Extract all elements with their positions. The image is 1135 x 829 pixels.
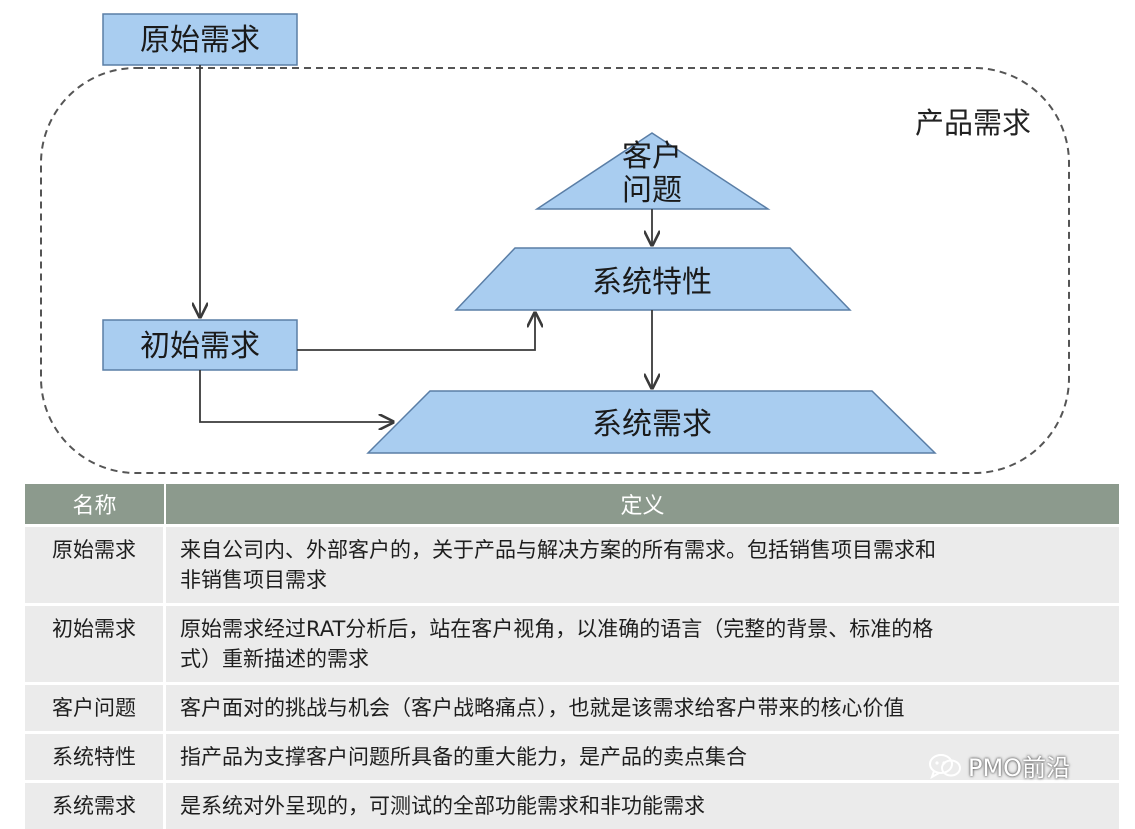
table-row: 原始需求 来自公司内、外部客户的，关于产品与解决方案的所有需求。包括销售项目需求… bbox=[25, 524, 1119, 603]
system-requirements-trapezoid bbox=[366, 390, 937, 454]
watermark-text: PMO前沿 bbox=[968, 754, 1071, 782]
system-requirements-label: 系统需求 bbox=[592, 407, 712, 442]
row-definition: 指产品为支撑客户问题所具备的重大能力，是产品的卖点集合 bbox=[166, 731, 1119, 780]
raw-requirement-node bbox=[102, 13, 298, 66]
customer-problem-label-line2: 问题 bbox=[622, 173, 682, 208]
product-requirements-label: 产品需求 bbox=[915, 106, 1031, 140]
row-name: 初始需求 bbox=[25, 603, 166, 682]
requirements-diagram: 产品需求 原始需求 初始需求 客户 问题 系统特性 系统需求 bbox=[40, 13, 1070, 474]
row-definition: 客户面对的挑战与机会（客户战略痛点），也就是该需求给客户带来的核心价值 bbox=[166, 682, 1119, 731]
system-features-trapezoid bbox=[454, 247, 852, 311]
row-name: 客户问题 bbox=[25, 682, 166, 731]
definition-line: 非销售项目需求 bbox=[180, 568, 327, 592]
header-definition: 定义 bbox=[166, 484, 1119, 524]
raw-requirement-label: 原始需求 bbox=[140, 23, 260, 58]
definition-line: 客户面对的挑战与机会（客户战略痛点），也就是该需求给客户带来的核心价值 bbox=[180, 696, 905, 720]
header-name: 名称 bbox=[25, 484, 166, 524]
initial-requirement-node bbox=[102, 319, 298, 371]
table-row: 系统需求 是系统对外呈现的，可测试的全部功能需求和非功能需求 bbox=[25, 780, 1119, 829]
watermark: PMO前沿 bbox=[928, 748, 1070, 783]
definition-line: 原始需求经过RAT分析后，站在客户视角，以准确的语言（完整的背景、标准的格 bbox=[180, 617, 934, 641]
table-row: 初始需求 原始需求经过RAT分析后，站在客户视角，以准确的语言（完整的背景、标准… bbox=[25, 603, 1119, 682]
table-header-row: 名称 定义 bbox=[25, 484, 1119, 524]
initial-requirement-label: 初始需求 bbox=[140, 329, 260, 364]
row-name: 系统特性 bbox=[25, 731, 166, 780]
row-name: 原始需求 bbox=[25, 524, 166, 603]
edge-initial-to-features bbox=[297, 313, 535, 351]
row-definition: 来自公司内、外部客户的，关于产品与解决方案的所有需求。包括销售项目需求和 非销售… bbox=[166, 524, 1119, 603]
wechat-icon bbox=[929, 753, 961, 779]
edge-initial-to-system-requirements bbox=[199, 370, 393, 422]
row-definition: 是系统对外呈现的，可测试的全部功能需求和非功能需求 bbox=[166, 780, 1119, 829]
customer-problem-label-line1: 客户 bbox=[622, 139, 682, 174]
table-row: 系统特性 指产品为支撑客户问题所具备的重大能力，是产品的卖点集合 bbox=[25, 731, 1119, 780]
table-row: 客户问题 客户面对的挑战与机会（客户战略痛点），也就是该需求给客户带来的核心价值 bbox=[25, 682, 1119, 731]
row-definition: 原始需求经过RAT分析后，站在客户视角，以准确的语言（完整的背景、标准的格 式）… bbox=[166, 603, 1119, 682]
system-features-label: 系统特性 bbox=[592, 265, 712, 300]
definition-line: 来自公司内、外部客户的，关于产品与解决方案的所有需求。包括销售项目需求和 bbox=[180, 538, 936, 562]
row-name: 系统需求 bbox=[25, 780, 166, 829]
definition-table: 名称 定义 原始需求 来自公司内、外部客户的，关于产品与解决方案的所有需求。包括… bbox=[25, 484, 1119, 829]
definition-line: 式）重新描述的需求 bbox=[180, 647, 369, 671]
product-requirements-group bbox=[40, 67, 1070, 474]
definition-line: 是系统对外呈现的，可测试的全部功能需求和非功能需求 bbox=[180, 794, 705, 818]
definition-line: 指产品为支撑客户问题所具备的重大能力，是产品的卖点集合 bbox=[180, 745, 747, 769]
